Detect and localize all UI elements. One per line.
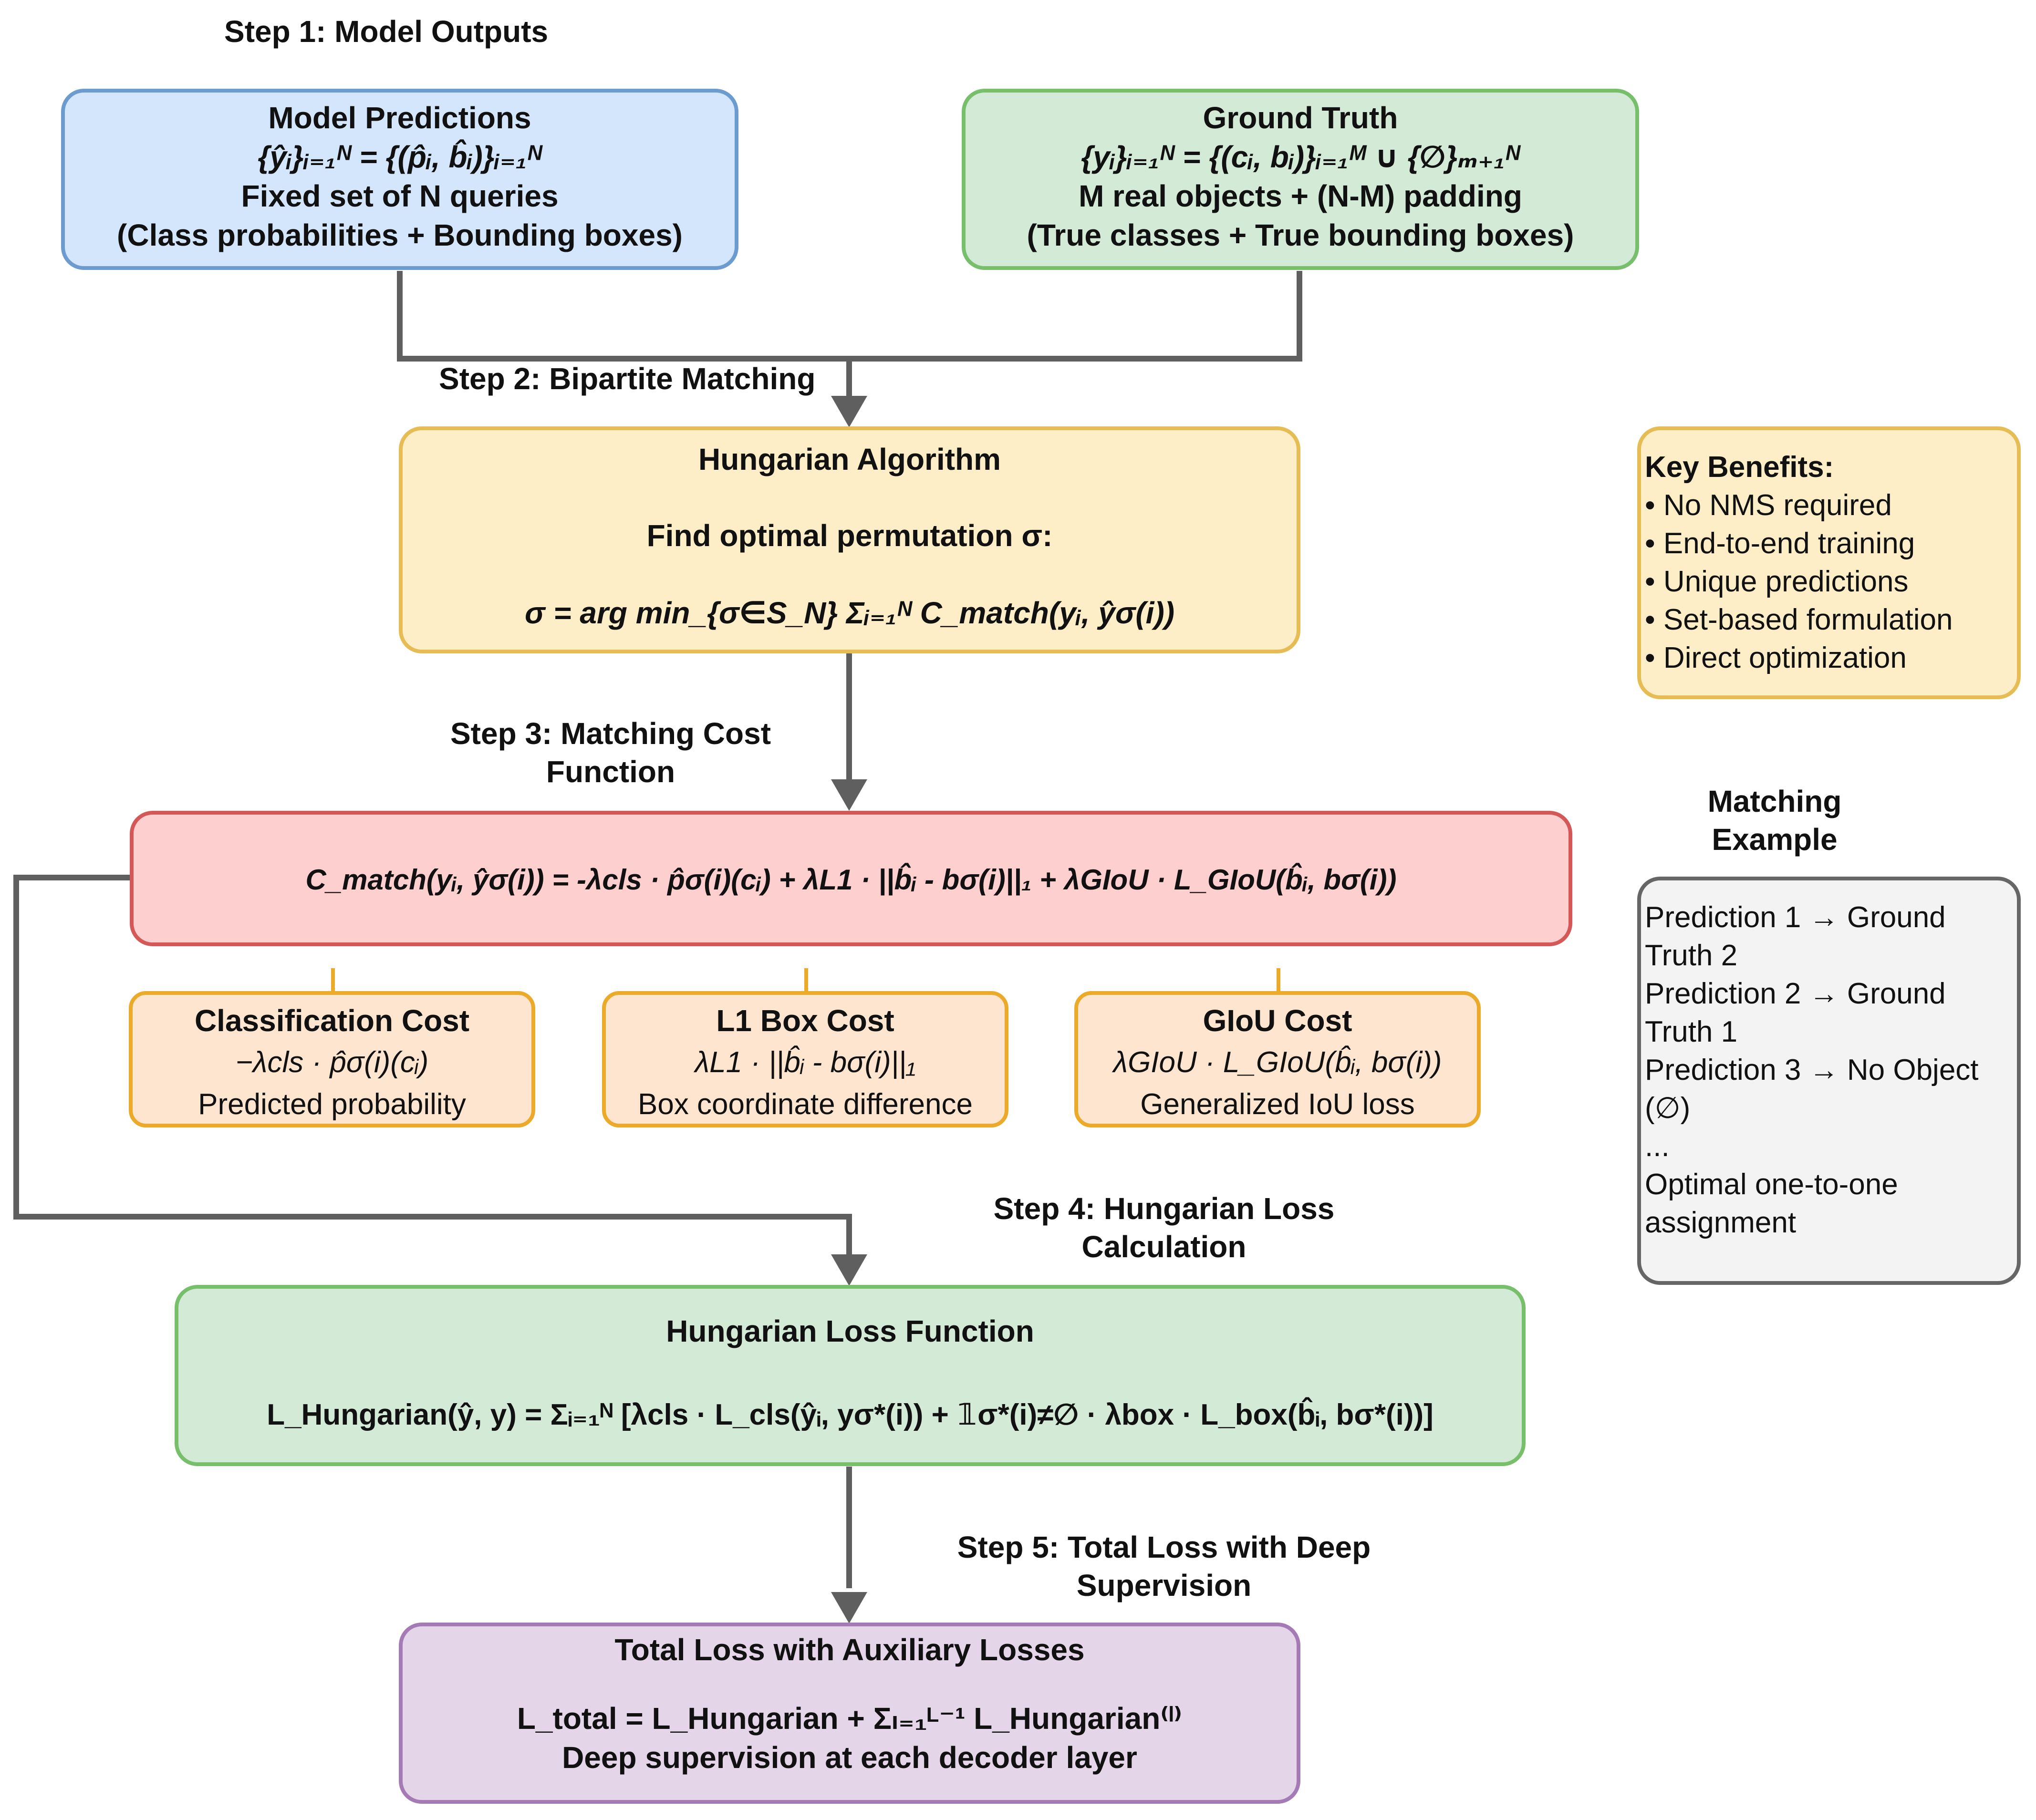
classification-cost-box: Classification Cost −λcls · p̂σ(i)(cᵢ) P… bbox=[129, 991, 535, 1127]
key-benefit-item: • Unique predictions bbox=[1645, 565, 1909, 598]
matching-example-box: Prediction 1 → Ground Truth 2 Prediction… bbox=[1637, 877, 2021, 1285]
matching-example-line: Prediction 2 → Ground bbox=[1645, 977, 1946, 1010]
key-benefits-title: Key Benefits: bbox=[1645, 451, 1834, 484]
total-loss-line1: Deep supervision at each decoder layer bbox=[562, 1740, 1137, 1775]
giou-cost-desc: Generalized IoU loss bbox=[1140, 1088, 1415, 1121]
total-loss-title: Total Loss with Auxiliary Losses bbox=[614, 1633, 1085, 1667]
matching-example-line: Truth 1 bbox=[1645, 1015, 1738, 1048]
hungarian-loss-box: Hungarian Loss Function L_Hungarian(ŷ, y… bbox=[175, 1285, 1526, 1466]
matching-example-line: (∅) bbox=[1645, 1092, 1691, 1125]
l1-box-cost-title: L1 Box Cost bbox=[716, 1003, 894, 1038]
giou-cost-box: GIoU Cost λGIoU · L_GIoU(b̂ᵢ, bσ(i)) Gen… bbox=[1074, 991, 1481, 1127]
giou-cost-title: GIoU Cost bbox=[1203, 1003, 1352, 1038]
model-predictions-line1: Fixed set of N queries bbox=[241, 179, 559, 213]
matching-example-title: Matching Example bbox=[1707, 784, 1842, 857]
hungarian-algorithm-box: Hungarian Algorithm Find optimal permuta… bbox=[399, 426, 1300, 653]
model-predictions-formula: {ŷᵢ}ᵢ₌₁ᴺ = {(p̂ᵢ, b̂ᵢ)}ᵢ₌₁ᴺ bbox=[258, 140, 542, 174]
arrowhead-to-cost bbox=[831, 779, 867, 811]
step3-label: Step 3: Matching Cost Function bbox=[450, 716, 771, 789]
model-predictions-title: Model Predictions bbox=[268, 101, 531, 135]
matching-example-line: Prediction 3 → No Object bbox=[1645, 1054, 1979, 1086]
arrowhead-to-hungarian bbox=[831, 396, 867, 427]
classification-cost-title: Classification Cost bbox=[194, 1003, 470, 1038]
hungarian-loss-title: Hungarian Loss Function bbox=[666, 1314, 1034, 1348]
key-benefits-box: Key Benefits: • No NMS required • End-to… bbox=[1637, 426, 2021, 699]
arrowhead-to-loss bbox=[831, 1254, 867, 1286]
classification-cost-desc: Predicted probability bbox=[198, 1088, 466, 1121]
total-loss-formula: L_total = L_Hungarian + Σₗ₌₁ᴸ⁻¹ L_Hungar… bbox=[517, 1701, 1183, 1736]
l1-box-cost-formula: λL1 · ||b̂ᵢ - bσ(i)||₁ bbox=[695, 1046, 916, 1079]
key-benefit-item: • Set-based formulation bbox=[1645, 603, 1953, 636]
key-benefit-item: • End-to-end training bbox=[1645, 527, 1915, 560]
matching-cost-box: C_match(yᵢ, ŷσ(i)) = -λcls · p̂σ(i)(cᵢ) … bbox=[130, 811, 1572, 946]
key-benefit-item: • No NMS required bbox=[1645, 489, 1892, 522]
matching-example-line: Truth 2 bbox=[1645, 939, 1738, 972]
matching-example-line: assignment bbox=[1645, 1206, 1797, 1239]
matching-cost-formula: C_match(yᵢ, ŷσ(i)) = -λcls · p̂σ(i)(cᵢ) … bbox=[305, 864, 1397, 896]
ground-truth-box: Ground Truth {yᵢ}ᵢ₌₁ᴺ = {(cᵢ, bᵢ)}ᵢ₌₁ᴹ ∪… bbox=[962, 89, 1639, 270]
matching-example-line: Prediction 1 → Ground bbox=[1645, 901, 1946, 934]
ground-truth-formula: {yᵢ}ᵢ₌₁ᴺ = {(cᵢ, bᵢ)}ᵢ₌₁ᴹ ∪ {∅}ₘ₊₁ᴺ bbox=[1081, 140, 1520, 174]
giou-cost-formula: λGIoU · L_GIoU(b̂ᵢ, bσ(i)) bbox=[1113, 1046, 1442, 1079]
hungarian-algorithm-line1: Find optimal permutation σ: bbox=[646, 518, 1053, 553]
hungarian-loss-formula: L_Hungarian(ŷ, y) = Σᵢ₌₁ᴺ [λcls · L_cls(… bbox=[267, 1398, 1434, 1431]
matching-example-line: ... bbox=[1645, 1130, 1670, 1163]
step1-label: Step 1: Model Outputs bbox=[224, 14, 549, 49]
step5-label: Step 5: Total Loss with Deep Supervision bbox=[957, 1530, 1371, 1603]
l1-box-cost-desc: Box coordinate difference bbox=[638, 1088, 973, 1121]
key-benefit-item: • Direct optimization bbox=[1645, 641, 1907, 674]
model-predictions-line2: (Class probabilities + Bounding boxes) bbox=[117, 218, 683, 252]
connector-groundtruth-to-matching bbox=[849, 271, 1302, 362]
total-loss-box: Total Loss with Auxiliary Losses L_total… bbox=[399, 1623, 1300, 1804]
step2-label: Step 2: Bipartite Matching bbox=[439, 362, 816, 396]
classification-cost-formula: −λcls · p̂σ(i)(cᵢ) bbox=[235, 1046, 429, 1079]
matching-example-line: Optimal one-to-one bbox=[1645, 1168, 1898, 1201]
arrowhead-to-total bbox=[831, 1592, 867, 1624]
ground-truth-title: Ground Truth bbox=[1203, 101, 1398, 135]
connector-cost-to-loss bbox=[13, 875, 852, 1264]
model-predictions-box: Model Predictions {ŷᵢ}ᵢ₌₁ᴺ = {(p̂ᵢ, b̂ᵢ)… bbox=[61, 89, 738, 270]
hungarian-algorithm-formula: σ = arg min_{σ∈S_N} Σᵢ₌₁ᴺ C_match(yᵢ, ŷσ… bbox=[524, 596, 1175, 630]
connector-predictions-to-matching bbox=[397, 271, 849, 362]
hungarian-algorithm-title: Hungarian Algorithm bbox=[698, 442, 1001, 476]
l1-box-cost-box: L1 Box Cost λL1 · ||b̂ᵢ - bσ(i)||₁ Box c… bbox=[602, 991, 1008, 1127]
ground-truth-line2: (True classes + True bounding boxes) bbox=[1027, 218, 1574, 252]
ground-truth-line1: M real objects + (N-M) padding bbox=[1079, 179, 1522, 213]
step4-label: Step 4: Hungarian Loss Calculation bbox=[993, 1191, 1335, 1264]
